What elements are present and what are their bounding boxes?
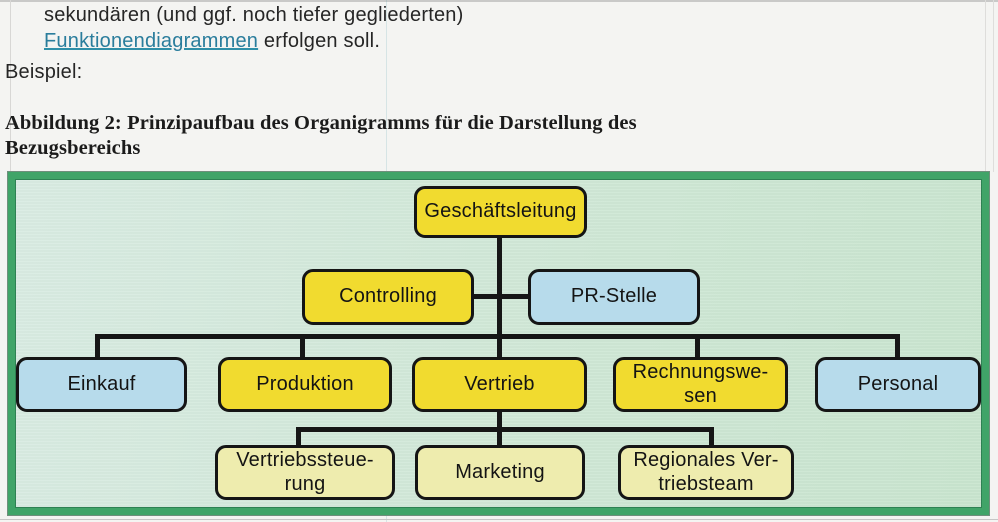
paragraph-line-1: sekundären (und ggf. noch tiefer geglied…	[44, 4, 464, 26]
connector-drop-produktion	[300, 334, 305, 359]
example-label: Beispiel:	[5, 61, 83, 83]
connector-drop-personal	[895, 334, 900, 359]
connector-trunk-vertrieb	[497, 412, 502, 432]
org-node-label-line2: sen	[684, 384, 717, 407]
connector-level3-bus	[95, 334, 900, 339]
connector-drop-marketing	[497, 427, 502, 446]
org-node-regionales-vertriebsteam: Regionales Ver- triebsteam	[618, 445, 794, 500]
figure-caption-line-2: Bezugsbereichs	[5, 137, 141, 159]
page-bottom-edge-line	[0, 519, 998, 520]
connector-staff-crossbar	[470, 294, 530, 299]
org-node-label-line2: triebsteam	[658, 472, 754, 495]
org-node-label: PR-Stelle	[570, 285, 658, 308]
connector-drop-regionales-vertriebsteam	[709, 427, 714, 446]
org-node-einkauf: Einkauf	[16, 357, 187, 412]
org-node-personal: Personal	[815, 357, 981, 412]
org-node-label: Personal	[857, 372, 939, 395]
org-node-label: Produktion	[256, 372, 354, 395]
org-node-label: Vertrieb	[464, 372, 535, 395]
funktionendiagramme-link[interactable]: Funktionendiagrammen	[44, 30, 259, 52]
org-node-pr-stelle: PR-Stelle	[528, 269, 700, 325]
org-node-produktion: Produktion	[218, 357, 392, 412]
connector-drop-einkauf	[95, 334, 100, 359]
org-node-label-line1: Rechnungswe-	[632, 360, 769, 383]
org-node-marketing: Marketing	[415, 445, 585, 500]
org-node-label-line1: Vertriebssteue-	[236, 448, 374, 471]
connector-level4-bus	[296, 427, 714, 432]
org-node-label: Geschäftsleitung	[424, 200, 577, 223]
org-node-controlling: Controlling	[302, 269, 474, 325]
paragraph-line-2-rest: erfolgen soll.	[258, 30, 381, 52]
org-node-label: Marketing	[455, 460, 545, 483]
org-node-vertriebssteuerung: Vertriebssteue- rung	[215, 445, 395, 500]
org-node-vertrieb: Vertrieb	[412, 357, 587, 412]
figure-caption-line-1: Abbildung 2: Prinzipaufbau des Organigra…	[5, 112, 637, 134]
org-node-label: Einkauf	[67, 372, 136, 395]
page-top-edge-line	[0, 0, 998, 2]
org-node-label-line1: Regionales Ver-	[633, 448, 779, 471]
page-right-margin-line	[985, 0, 986, 172]
connector-drop-rechnungswesen	[695, 334, 700, 359]
page-right-margin-line-2	[993, 0, 994, 172]
paragraph-line-2: Funktionendiagrammen erfolgen soll.	[44, 30, 380, 53]
org-node-label: Controlling	[339, 285, 437, 308]
org-node-geschaeftsleitung: Geschäftsleitung	[414, 186, 587, 238]
org-node-label-line2: rung	[284, 472, 326, 495]
org-node-rechnungswesen: Rechnungswe- sen	[613, 357, 788, 412]
page-left-margin-line	[10, 0, 11, 172]
connector-drop-vertriebssteuerung	[296, 427, 301, 446]
